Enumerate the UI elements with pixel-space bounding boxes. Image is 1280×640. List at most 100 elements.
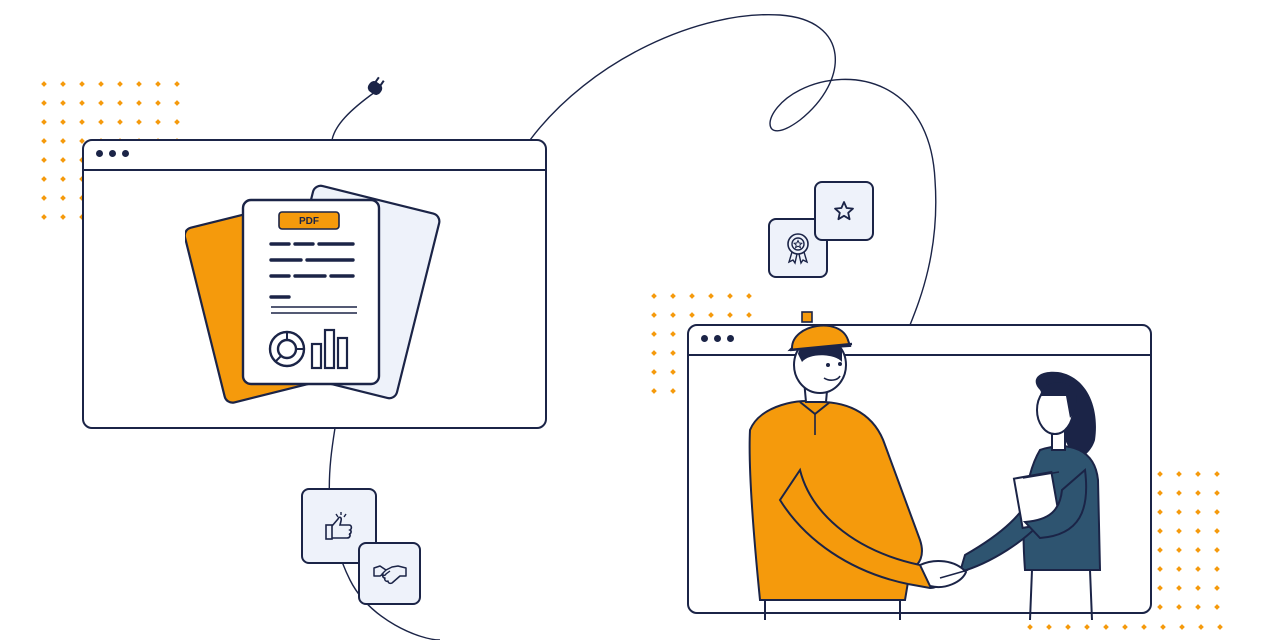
decorative-dot — [1046, 624, 1052, 630]
decorative-dot — [155, 81, 161, 87]
decorative-dot — [1195, 490, 1201, 496]
decorative-dot — [155, 119, 161, 125]
window-dots — [96, 150, 129, 157]
decorative-dot — [708, 293, 714, 299]
decorative-dot — [60, 138, 66, 144]
decorative-dot — [1179, 624, 1185, 630]
decorative-dot — [1195, 585, 1201, 591]
decorative-dot — [41, 100, 47, 106]
window-titlebar — [689, 326, 1150, 356]
decorative-dot — [1157, 471, 1163, 477]
award-ribbon-icon — [787, 233, 809, 265]
decorative-dot — [1157, 604, 1163, 610]
decorative-dot — [98, 81, 104, 87]
decorative-dot — [1195, 509, 1201, 515]
decorative-dot — [60, 214, 66, 220]
decorative-dot — [60, 100, 66, 106]
decorative-dot — [1157, 566, 1163, 572]
window-dot — [122, 150, 129, 157]
decorative-dot — [1214, 566, 1220, 572]
decorative-dot — [1176, 490, 1182, 496]
decorative-dot — [1157, 509, 1163, 515]
decorative-dot — [117, 100, 123, 106]
decorative-dot — [1214, 547, 1220, 553]
decorative-dot — [136, 81, 142, 87]
window-dots — [701, 335, 734, 342]
plug-icon — [367, 76, 385, 95]
decorative-dot — [41, 81, 47, 87]
decorative-dot — [1176, 547, 1182, 553]
decorative-dot — [60, 195, 66, 201]
handshake-scene — [748, 311, 1102, 621]
decorative-dot — [60, 81, 66, 87]
decorative-dot — [117, 81, 123, 87]
decorative-dot — [41, 119, 47, 125]
donut-chart-icon — [268, 330, 306, 368]
decorative-dot — [174, 100, 180, 106]
decorative-dot — [174, 119, 180, 125]
decorative-dot — [727, 293, 733, 299]
decorative-dot — [98, 100, 104, 106]
decorative-dot — [1122, 624, 1128, 630]
decorative-dot — [98, 119, 104, 125]
thumbs-up-icon — [325, 512, 353, 540]
decorative-dot — [1065, 624, 1071, 630]
decorative-dot — [651, 312, 657, 318]
decorative-dot — [1214, 604, 1220, 610]
decorative-dot — [41, 176, 47, 182]
decorative-dot — [1157, 585, 1163, 591]
document-text-lines — [269, 242, 355, 299]
pdf-badge-label: PDF — [299, 216, 319, 227]
star-icon — [834, 201, 854, 221]
decorative-dot — [1157, 528, 1163, 534]
decorative-dot — [1214, 490, 1220, 496]
connector-curve — [328, 13, 937, 640]
window-dot — [714, 335, 721, 342]
decorative-dot — [60, 157, 66, 163]
window-dot — [701, 335, 708, 342]
pdf-badge — [278, 211, 340, 230]
decorative-dot — [1157, 490, 1163, 496]
handshake-icon — [372, 564, 407, 584]
decorative-dot — [670, 369, 676, 375]
decorative-dot — [1103, 624, 1109, 630]
decorative-dot — [117, 119, 123, 125]
decorative-dot — [651, 388, 657, 394]
decorative-dot — [1214, 585, 1220, 591]
document-rule-lines — [271, 306, 357, 314]
decorative-dot — [1214, 509, 1220, 515]
decorative-dot — [1195, 547, 1201, 553]
decorative-dot — [670, 312, 676, 318]
decorative-dot — [1217, 624, 1223, 630]
decorative-dot — [79, 119, 85, 125]
decorative-dot — [1176, 528, 1182, 534]
decorative-dot — [79, 81, 85, 87]
window-dot — [109, 150, 116, 157]
decorative-dot — [746, 312, 752, 318]
decorative-dot — [1195, 528, 1201, 534]
window-dot — [727, 335, 734, 342]
decorative-dot — [136, 119, 142, 125]
decorative-dot — [1176, 509, 1182, 515]
decorative-dot — [651, 350, 657, 356]
window-titlebar — [84, 141, 545, 171]
decorative-dot — [689, 293, 695, 299]
decorative-dot — [1157, 547, 1163, 553]
decorative-dot — [1176, 566, 1182, 572]
handshake-hands — [918, 559, 969, 588]
bar-chart-icon — [310, 328, 349, 370]
decorative-dot — [41, 214, 47, 220]
handshake-tile — [358, 542, 421, 605]
decorative-dot — [1176, 604, 1182, 610]
decorative-dot — [1027, 624, 1033, 630]
decorative-dot — [670, 331, 676, 337]
decorative-dot — [1195, 471, 1201, 477]
decorative-dot — [1176, 471, 1182, 477]
decorative-dot — [1160, 624, 1166, 630]
decorative-dot — [727, 312, 733, 318]
decorative-dot — [651, 369, 657, 375]
decorative-dot — [651, 293, 657, 299]
decorative-dot — [41, 195, 47, 201]
decorative-dot — [1195, 566, 1201, 572]
